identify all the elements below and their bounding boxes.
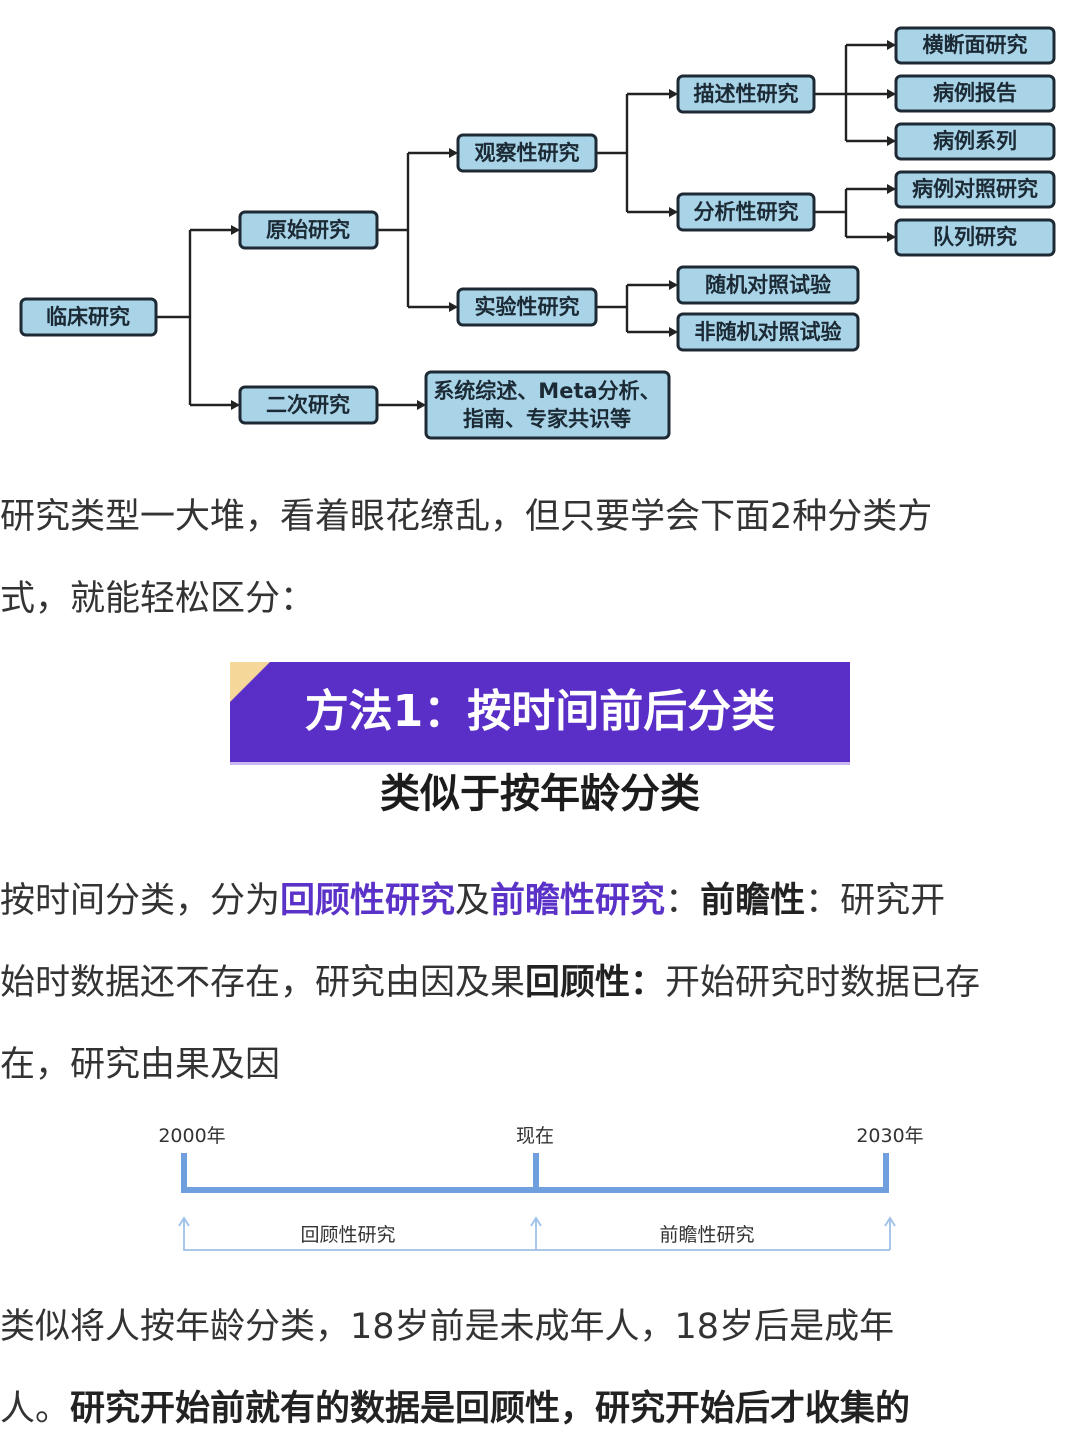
text-segment: ：	[665, 881, 701, 921]
node-label: 临床研究	[46, 305, 130, 329]
node-label: 分析性研究	[694, 200, 799, 224]
timeline-bracket	[181, 1153, 889, 1193]
text-segment: 始时数据还不存在，研究由因及果	[0, 963, 526, 1003]
node-label: 病例报告	[933, 81, 1017, 105]
prospective-highlight: 前瞻性研究	[490, 881, 666, 921]
node-label: 描述性研究	[694, 82, 799, 106]
prospective-label: 前瞻性	[700, 881, 806, 921]
node-observational-research: 观察性研究	[456, 133, 598, 173]
arrowhead	[887, 232, 896, 242]
node-descriptive-research: 描述性研究	[676, 74, 816, 114]
node-label: 观察性研究	[475, 141, 580, 165]
banner-title: 方法1：按时间前后分类	[304, 686, 776, 737]
classification-paragraph: 按时间分类，分为回顾性研究及前瞻性研究：前瞻性：研究开 始时数据还不存在，研究由…	[0, 860, 1080, 1106]
age-analogy-paragraph: 类似将人按年龄分类，18岁前是未成年人，18岁后是成年 人。研究开始前就有的数据…	[0, 1286, 1080, 1450]
node-case-series: 病例系列	[894, 122, 1056, 161]
arrowhead	[669, 280, 678, 290]
text-segment: 类似将人按年龄分类，18岁前是未成年人，18岁后是成年	[0, 1307, 895, 1347]
arrowhead	[669, 327, 678, 337]
clinical-research-tree-diagram: 临床研究 原始研究 二次研究 观察性研究 实验性研究 系统综述、Meta分析、 …	[19, 26, 1056, 440]
retrospective-span-label: 回顾性研究	[300, 1224, 395, 1246]
node-cross-sectional: 横断面研究	[894, 26, 1056, 65]
text-segment: 人。	[0, 1389, 71, 1429]
method-banner: 方法1：按时间前后分类	[230, 662, 850, 765]
timeline-now-label: 现在	[516, 1125, 554, 1147]
arrowhead	[887, 40, 896, 50]
timeline-axis	[181, 1153, 889, 1193]
arrowhead	[449, 302, 458, 312]
node-clinical-research: 临床研究	[19, 297, 158, 337]
node-non-rct: 非随机对照试验	[676, 312, 860, 352]
prospective-span-label: 前瞻性研究	[659, 1224, 754, 1246]
arrowhead	[887, 184, 896, 194]
node-label: 随机对照试验	[705, 273, 831, 297]
arrowhead	[669, 89, 678, 99]
banner-subtitle: 类似于按年龄分类	[380, 771, 700, 817]
text-segment: ：研究开	[805, 881, 946, 921]
intro-line-1: 研究类型一大堆，看着眼花缭乱，但只要学会下面2种分类方	[0, 497, 933, 537]
node-label: 原始研究	[266, 218, 350, 242]
banner-underline	[230, 762, 850, 765]
up-arrow-icon	[530, 1216, 542, 1227]
node-case-control: 病例对照研究	[894, 170, 1056, 209]
node-label: 实验性研究	[475, 295, 580, 319]
edge-primary	[377, 151, 456, 309]
text-segment: 按时间分类，分为	[0, 881, 281, 921]
node-secondary-research: 二次研究	[238, 385, 379, 425]
node-label: 二次研究	[266, 393, 350, 417]
edge-analytical	[814, 187, 894, 239]
node-experimental-research: 实验性研究	[456, 287, 598, 327]
timeline-end-label: 2030年	[856, 1125, 923, 1147]
span-line	[183, 1220, 891, 1251]
node-label: 系统综述、Meta分析、	[433, 379, 660, 403]
up-arrow-icon	[178, 1216, 190, 1227]
arrowhead	[231, 225, 240, 235]
edge-descriptive	[814, 43, 894, 143]
arrowhead	[887, 89, 896, 99]
arrowhead	[449, 148, 458, 158]
node-cohort: 队列研究	[894, 218, 1056, 257]
node-primary-research: 原始研究	[238, 210, 379, 250]
timeline-start-label: 2000年	[158, 1125, 225, 1147]
banner-corner-decoration	[230, 662, 270, 702]
node-rct: 随机对照试验	[676, 265, 860, 305]
arrowhead	[887, 136, 896, 146]
node-label: 队列研究	[933, 225, 1017, 249]
timeline-span-arrows	[178, 1216, 896, 1251]
timeline-diagram: 2000年 现在 2030年 回顾性研究 前瞻性研究	[158, 1125, 924, 1251]
edge-experimental	[596, 283, 676, 334]
node-label: 横断面研究	[923, 33, 1028, 57]
node-secondary-types: 系统综述、Meta分析、 指南、专家共识等	[424, 370, 671, 440]
bold-statement: 研究开始前就有的数据是回顾性，研究开始后才收集的	[70, 1389, 911, 1429]
intro-line-2: 式，就能轻松区分：	[0, 579, 316, 619]
text-segment: 开始研究时数据已存	[665, 963, 981, 1003]
tree-arrowheads	[231, 40, 896, 410]
arrowhead	[231, 400, 240, 410]
text-segment: 及	[455, 881, 491, 921]
retrospective-label: 回顾性：	[525, 963, 666, 1003]
node-label: 非随机对照试验	[695, 320, 842, 344]
node-label: 病例对照研究	[912, 177, 1038, 201]
node-case-report: 病例报告	[894, 74, 1056, 113]
arrowhead	[669, 207, 678, 217]
retrospective-highlight: 回顾性研究	[280, 881, 456, 921]
intro-paragraph: 研究类型一大堆，看着眼花缭乱，但只要学会下面2种分类方 式，就能轻松区分：	[0, 476, 1080, 640]
edge-observational	[596, 92, 676, 214]
text-segment: 在，研究由果及因	[0, 1045, 281, 1085]
edge-root	[156, 228, 238, 407]
up-arrow-icon	[884, 1216, 896, 1227]
node-analytical-research: 分析性研究	[676, 192, 816, 232]
arrowhead	[417, 400, 426, 410]
node-label: 指南、专家共识等	[463, 407, 631, 431]
tree-edges	[156, 43, 894, 407]
node-label: 病例系列	[933, 129, 1017, 153]
